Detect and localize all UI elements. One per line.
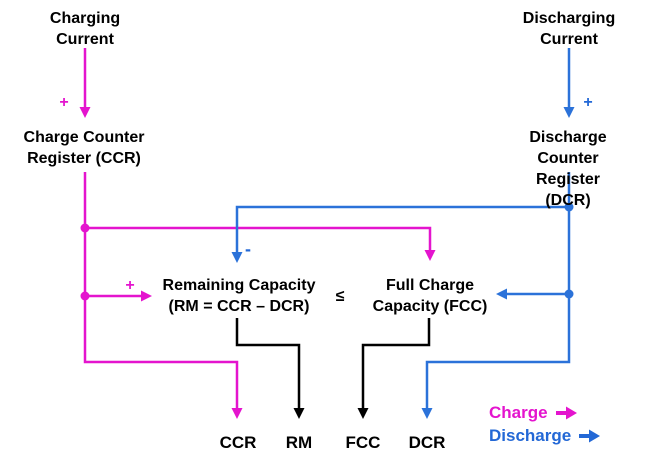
ccr-to-fcc-arrowhead-icon bbox=[424, 250, 436, 261]
node-remaining-capacity: Remaining Capacity (RM = CCR – DCR) bbox=[162, 277, 316, 315]
discharging-current-arrowhead-icon bbox=[563, 107, 575, 118]
discharge-right-arrow-icon bbox=[579, 429, 601, 443]
dcr-to-fcc-arrowhead-icon bbox=[496, 288, 507, 300]
node-discharge-counter-register: Discharge Counter Register (DCR) bbox=[529, 129, 607, 209]
rm-output-line bbox=[235, 318, 301, 409]
ccr-main-line bbox=[83, 172, 239, 409]
output-label-fcc: FCC bbox=[345, 433, 381, 452]
node-full-charge-capacity: Full Charge Capacity (FCC) bbox=[372, 277, 488, 315]
charge-path-lines bbox=[83, 48, 432, 409]
charging-current-arrowhead-icon bbox=[79, 107, 91, 118]
legend-discharge: Discharge bbox=[489, 426, 601, 446]
remaining-minus-operator: - bbox=[245, 239, 251, 259]
charge-junction-dot-1 bbox=[80, 223, 90, 233]
legend-charge-label: Charge bbox=[489, 403, 548, 422]
charge-arrowheads bbox=[79, 107, 436, 419]
charge-plus-operator: + bbox=[59, 94, 69, 111]
rm-output-arrowhead-icon bbox=[293, 408, 305, 419]
output-arrowheads bbox=[293, 408, 369, 419]
remaining-plus-operator: + bbox=[125, 277, 135, 294]
output-label-dcr: DCR bbox=[408, 433, 446, 452]
dcr-to-rm-arrowhead-icon bbox=[231, 252, 243, 263]
ccr-to-rm-arrowhead-icon bbox=[141, 290, 152, 302]
discharge-path-lines bbox=[235, 48, 571, 409]
output-label-rm: RM bbox=[285, 433, 313, 452]
node-charging-current: Charging Current bbox=[49, 10, 121, 48]
discharge-arrowheads bbox=[231, 107, 575, 419]
output-label-ccr: CCR bbox=[219, 433, 257, 452]
node-charge-counter-register: Charge Counter Register (CCR) bbox=[23, 129, 145, 167]
charge-right-arrow-icon bbox=[555, 406, 577, 420]
legend-discharge-label: Discharge bbox=[489, 426, 572, 445]
discharge-plus-operator: + bbox=[583, 94, 593, 111]
discharge-junction-dot-1 bbox=[564, 202, 574, 212]
fcc-output-line bbox=[361, 318, 431, 409]
dcr-main-line bbox=[425, 172, 571, 409]
output-path-lines bbox=[235, 318, 431, 409]
node-discharging-current: Discharging Current bbox=[522, 10, 616, 48]
fcc-output-arrowhead-icon bbox=[357, 408, 369, 419]
charge-junction-dot-2 bbox=[80, 291, 90, 301]
ccr-output-arrowhead-icon bbox=[231, 408, 243, 419]
ccr-to-fcc-line bbox=[85, 226, 432, 251]
discharge-junction-dot-2 bbox=[564, 289, 574, 299]
dcr-to-rm-line bbox=[235, 205, 569, 253]
legend-charge: Charge bbox=[489, 403, 577, 423]
dcr-output-arrowhead-icon bbox=[421, 408, 433, 419]
comparator-symbol: ≤ bbox=[335, 288, 345, 305]
